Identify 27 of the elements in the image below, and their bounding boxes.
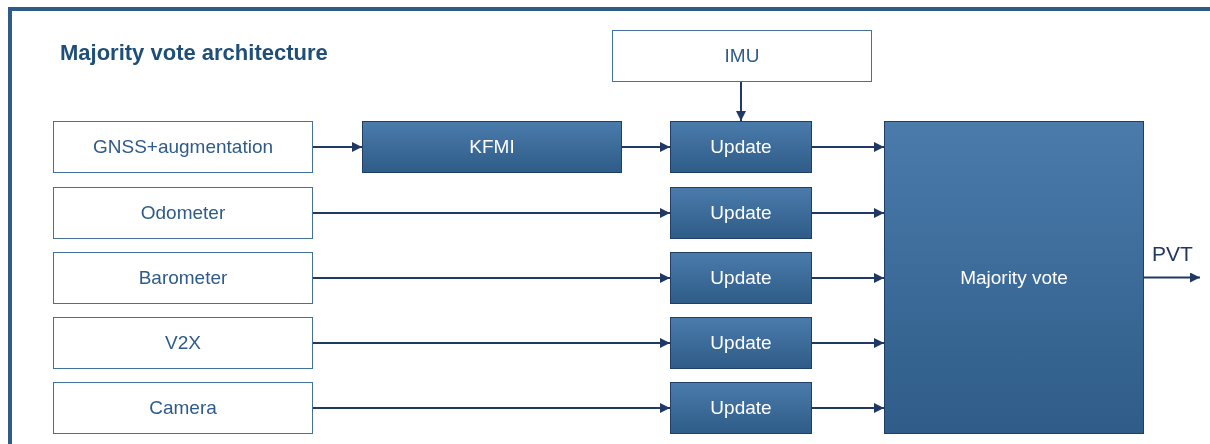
process-box: Update <box>670 121 812 173</box>
input-box: GNSS+augmentation <box>53 121 313 173</box>
arrow <box>811 338 885 348</box>
diagram-title: Majority vote architecture <box>60 40 328 66</box>
arrow <box>312 142 363 152</box>
arrow <box>811 273 885 283</box>
process-box: KFMI <box>362 121 622 173</box>
process-box: Update <box>670 187 812 239</box>
process-box: Update <box>670 252 812 304</box>
arrow <box>312 403 671 413</box>
arrow <box>621 142 671 152</box>
process-box: Update <box>670 317 812 369</box>
arrow <box>312 273 671 283</box>
arrow <box>736 81 746 122</box>
arrow <box>811 208 885 218</box>
arrow <box>1143 272 1201 283</box>
arrow <box>811 403 885 413</box>
input-box: Odometer <box>53 187 313 239</box>
input-box: Camera <box>53 382 313 434</box>
arrow <box>811 142 885 152</box>
process-box: Update <box>670 382 812 434</box>
process-box: Majority vote <box>884 121 1144 434</box>
input-box: Barometer <box>53 252 313 304</box>
input-box: V2X <box>53 317 313 369</box>
arrow <box>312 338 671 348</box>
input-box: IMU <box>612 30 872 82</box>
arrow <box>312 208 671 218</box>
